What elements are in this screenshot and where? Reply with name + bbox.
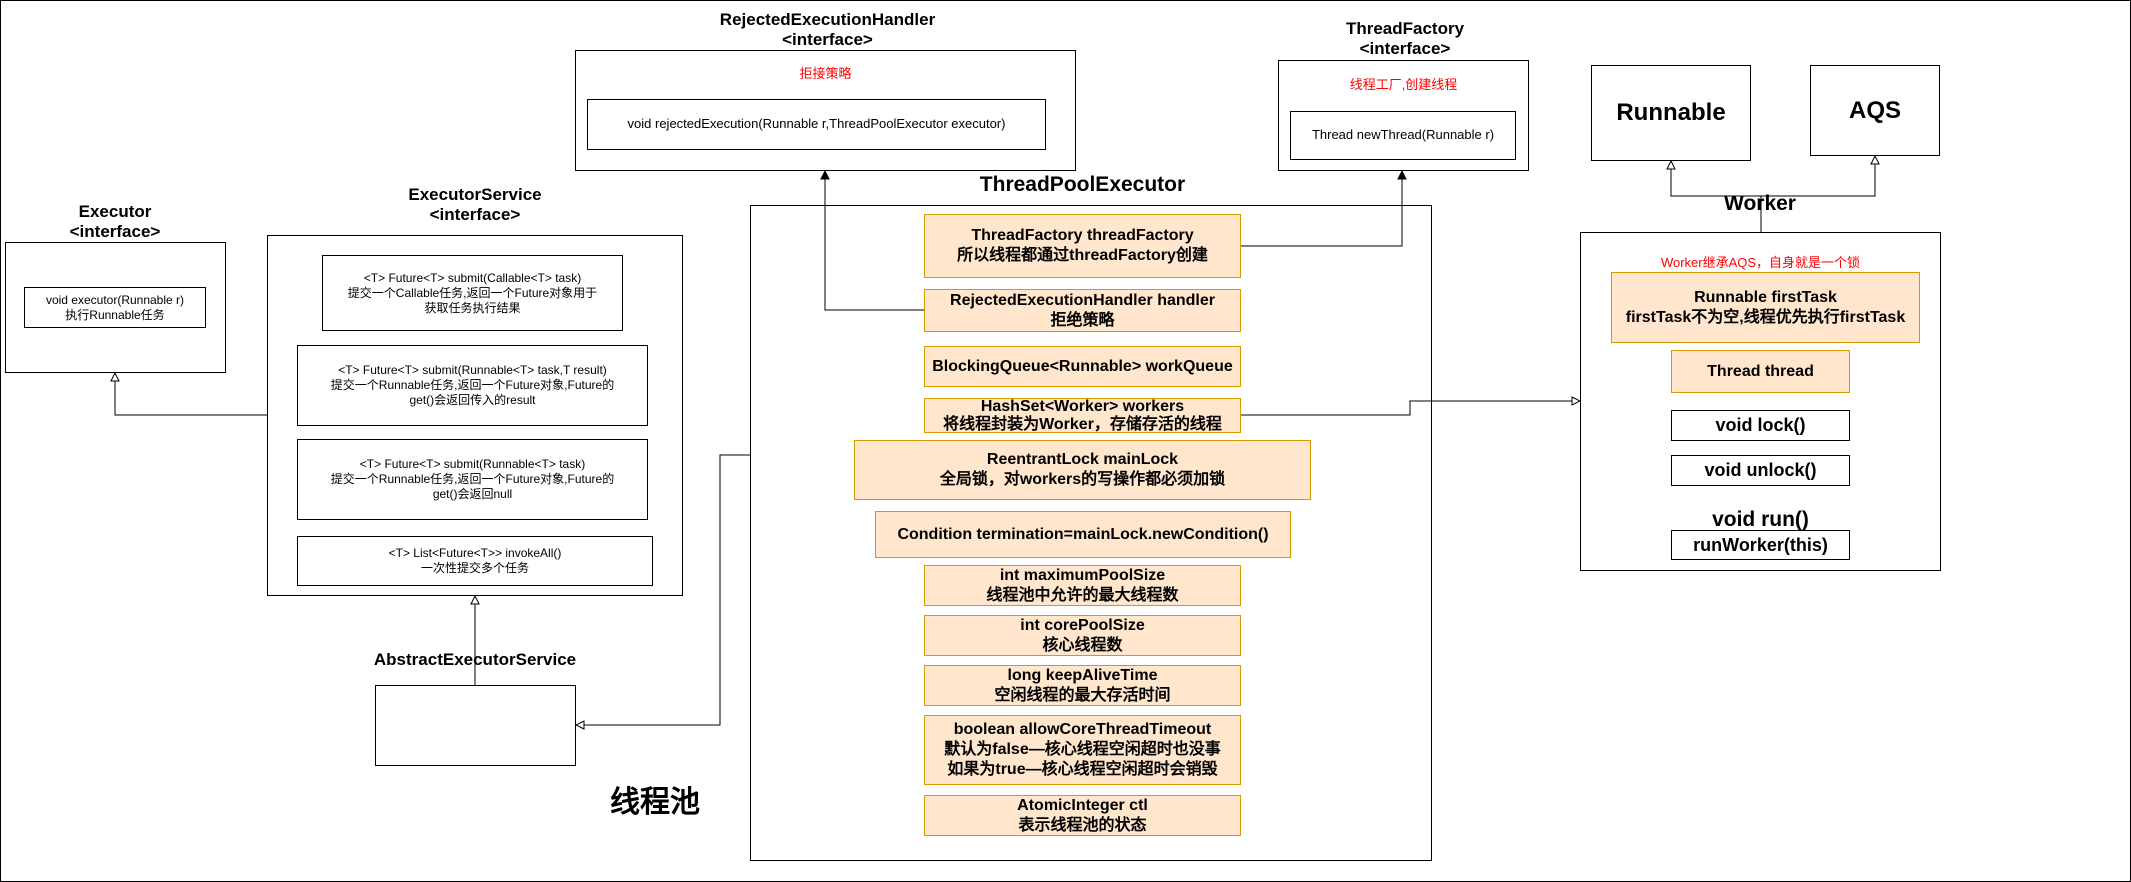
- rejected-handler-name: RejectedExecutionHandler: [719, 10, 936, 29]
- worker-lock-method: void lock(): [1671, 410, 1850, 441]
- field-name: Runnable firstTask: [1694, 288, 1837, 306]
- field-desc: 默认为false—核心线程空闲超时也没事: [944, 741, 1221, 758]
- method-desc: 一次性提交多个任务: [420, 561, 529, 575]
- field-termination: Condition termination=mainLock.newCondit…: [875, 511, 1291, 558]
- field-name: AtomicInteger ctl: [1017, 796, 1148, 814]
- field-allow-core-thread-timeout: boolean allowCoreThreadTimeout 默认为false—…: [924, 715, 1241, 785]
- field-main-lock: ReentrantLock mainLock 全局锁，对workers的写操作都…: [854, 440, 1311, 500]
- field-workers: HashSet<Worker> workers 将线程封装为Worker，存储存…: [924, 398, 1241, 433]
- worker-extends-runnable-edge: [1671, 161, 1762, 232]
- method-signature: <T> List<Future<T>> invokeAll(): [388, 546, 562, 560]
- field-name: int corePoolSize: [1020, 616, 1145, 634]
- field-name: BlockingQueue<Runnable> workQueue: [932, 357, 1233, 375]
- field-name: HashSet<Worker> workers: [980, 397, 1185, 415]
- worker-field-thread: Thread thread: [1671, 350, 1850, 393]
- field-name: RejectedExecutionHandler handler: [950, 291, 1215, 309]
- field-desc: 线程池中允许的最大线程数: [986, 586, 1179, 604]
- field-rejected-handler: RejectedExecutionHandler handler 拒绝策略: [924, 289, 1241, 332]
- method-desc: get()会返回null: [432, 487, 513, 501]
- runnable-interface-box: Runnable: [1591, 65, 1751, 161]
- field-name: Thread thread: [1707, 362, 1814, 380]
- executor-stereotype: <interface>: [69, 222, 161, 242]
- inherit-executor-edge: [115, 373, 267, 416]
- diagram-caption: 线程池: [610, 786, 700, 819]
- thread-factory-name: ThreadFactory: [1345, 19, 1465, 38]
- method-desc: 提交一个Runnable任务,返回一个Future对象,Future的: [330, 378, 615, 392]
- worker-unlock-method: void unlock(): [1671, 455, 1850, 486]
- field-desc: 拒绝策略: [1050, 311, 1115, 329]
- field-name: ReentrantLock mainLock: [986, 451, 1179, 468]
- executor-service-stereotype: <interface>: [429, 205, 521, 225]
- abstract-executor-service-box: [375, 685, 576, 766]
- field-desc: 所以线程都通过threadFactory创建: [957, 247, 1208, 264]
- method-desc: 提交一个Runnable任务,返回一个Future对象,Future的: [330, 472, 615, 486]
- rejected-handler-title: RejectedExecutionHandler <interface>: [670, 10, 985, 51]
- new-thread-method: Thread newThread(Runnable r): [1290, 111, 1516, 160]
- executor-service-name: ExecutorService: [408, 185, 542, 204]
- worker-note: Worker继承AQS，自身就是一个锁: [1660, 255, 1861, 270]
- executor-service-title: ExecutorService <interface>: [370, 185, 580, 226]
- rejected-handler-note: 拒接策略: [799, 66, 852, 81]
- rejected-handler-dependency-edge: [825, 171, 924, 311]
- field-desc: 空闲线程的最大存活时间: [994, 686, 1171, 704]
- thread-factory-stereotype: <interface>: [1359, 39, 1451, 59]
- worker-extends-aqs-edge: [1761, 156, 1875, 197]
- worker-title: Worker: [1724, 192, 1796, 215]
- inherit-abstract-executor-service-edge: [576, 454, 750, 725]
- executor-method-signature: void executor(Runnable r): [45, 292, 185, 307]
- method-desc: 获取任务执行结果: [424, 300, 521, 315]
- field-desc: 核心线程数: [1042, 636, 1123, 654]
- worker-field-first-task: Runnable firstTask firstTask不为空,线程优先执行fi…: [1611, 272, 1920, 343]
- field-name: Condition termination=mainLock.newCondit…: [897, 525, 1269, 543]
- method-signature: <T> Future<T> submit(Runnable<T> task,T …: [338, 363, 607, 377]
- method-desc: get()会返回传入的result: [409, 393, 536, 407]
- method-desc: 提交一个Callable任务,返回一个Future对象用于: [347, 285, 598, 300]
- rejected-execution-method: void rejectedExecution(Runnable r,Thread…: [587, 99, 1046, 150]
- worker-run-worker-call: runWorker(this): [1671, 530, 1850, 560]
- thread-pool-executor-title: ThreadPoolExecutor: [979, 173, 1186, 196]
- thread-factory-title: ThreadFactory <interface>: [1265, 19, 1545, 60]
- executor-service-method: <T> Future<T> submit(Callable<T> task) 提…: [322, 255, 623, 331]
- field-desc: firstTask不为空,线程优先执行firstTask: [1625, 308, 1906, 326]
- executor-method: void executor(Runnable r) 执行Runnable任务: [24, 287, 206, 328]
- executor-method-desc: 执行Runnable任务: [65, 307, 165, 322]
- field-name: ThreadFactory threadFactory: [971, 227, 1194, 244]
- field-ctl: AtomicInteger ctl 表示线程池的状态: [924, 795, 1241, 836]
- aqs-title: AQS: [1848, 96, 1901, 124]
- worker-run-method: void run(): [1712, 508, 1809, 531]
- field-desc: 全局锁，对workers的写操作都必须加锁: [939, 471, 1226, 488]
- field-maximum-pool-size: int maximumPoolSize 线程池中允许的最大线程数: [924, 565, 1241, 606]
- runnable-title: Runnable: [1616, 99, 1726, 126]
- executor-title: Executor <interface>: [30, 202, 200, 243]
- executor-service-method: <T> List<Future<T>> invokeAll() 一次性提交多个任…: [297, 536, 653, 586]
- field-name: boolean allowCoreThreadTimeout: [953, 721, 1212, 738]
- field-name: int maximumPoolSize: [999, 566, 1166, 584]
- field-core-pool-size: int corePoolSize 核心线程数: [924, 615, 1241, 656]
- executor-service-method: <T> Future<T> submit(Runnable<T> task) 提…: [297, 439, 648, 520]
- executor-name: Executor: [78, 202, 152, 221]
- workers-association-edge: [1241, 401, 1580, 416]
- field-desc: 如果为true—核心线程空闲超时会销毁: [947, 761, 1218, 778]
- thread-factory-note: 线程工厂,创建线程: [1349, 77, 1458, 92]
- field-keep-alive-time: long keepAliveTime 空闲线程的最大存活时间: [924, 665, 1241, 706]
- rejected-handler-stereotype: <interface>: [782, 30, 873, 50]
- field-name: long keepAliveTime: [1007, 666, 1158, 684]
- field-desc: 表示线程池的状态: [1018, 816, 1147, 834]
- thread-factory-dependency-edge: [1241, 171, 1402, 247]
- method-signature: <T> Future<T> submit(Callable<T> task): [363, 270, 582, 285]
- field-desc: 将线程封装为Worker，存储存活的线程: [943, 415, 1222, 433]
- field-work-queue: BlockingQueue<Runnable> workQueue: [924, 346, 1241, 387]
- method-signature: <T> Future<T> submit(Runnable<T> task): [359, 457, 586, 471]
- field-thread-factory: ThreadFactory threadFactory 所以线程都通过threa…: [924, 214, 1241, 278]
- executor-service-method: <T> Future<T> submit(Runnable<T> task,T …: [297, 345, 648, 426]
